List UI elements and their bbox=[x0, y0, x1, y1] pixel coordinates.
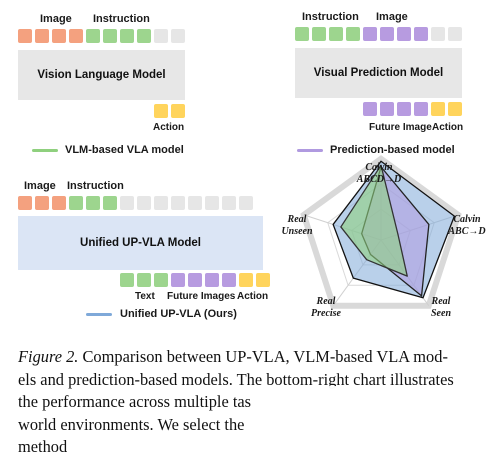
caption-line-4: world environments. We select the bbox=[18, 414, 245, 434]
pred-action-label: Action bbox=[432, 122, 464, 133]
instruction-token bbox=[103, 196, 117, 210]
action-token bbox=[154, 104, 168, 118]
image-token bbox=[52, 29, 66, 43]
upvla-legend-swatch bbox=[86, 313, 112, 316]
caption-fade-overlay bbox=[270, 386, 502, 463]
image-token bbox=[18, 29, 32, 43]
empty-token bbox=[239, 196, 253, 210]
image-token bbox=[414, 27, 428, 41]
instruction-token bbox=[69, 196, 83, 210]
action-token bbox=[256, 273, 270, 287]
instruction-token bbox=[295, 27, 309, 41]
axis-label-real-precise: Real Precise bbox=[303, 296, 349, 320]
axis-label-line: Calvin bbox=[453, 214, 481, 225]
action-token bbox=[431, 102, 445, 116]
text-token bbox=[137, 273, 151, 287]
vlm-action-label: Action bbox=[153, 122, 185, 133]
figure-caption: Figure 2. Comparison between UP-VLA, VLM… bbox=[18, 346, 488, 459]
image-token bbox=[35, 29, 49, 43]
empty-token bbox=[120, 196, 134, 210]
future-image-token bbox=[380, 102, 394, 116]
pred-image-label: Image bbox=[376, 11, 408, 23]
upvla-text-label: Text bbox=[135, 291, 155, 302]
axis-label-real-seen: Real Seen bbox=[421, 296, 461, 320]
axis-label-calvin-abcd: Calvin ABCD→D bbox=[356, 162, 402, 186]
upvla-future-images-label: Future Images bbox=[167, 291, 236, 302]
action-token bbox=[171, 104, 185, 118]
pred-legend-swatch bbox=[297, 149, 323, 152]
unified-upvla-model-box: Unified UP-VLA Model bbox=[18, 216, 263, 270]
instruction-token bbox=[346, 27, 360, 41]
image-token bbox=[380, 27, 394, 41]
upvla-legend-label: Unified UP-VLA (Ours) bbox=[120, 308, 237, 320]
axis-label-calvin-abc: Calvin ABC→D bbox=[444, 214, 490, 238]
axis-label-line: Calvin bbox=[365, 162, 393, 173]
empty-token bbox=[222, 196, 236, 210]
future-image-token bbox=[222, 273, 236, 287]
text-token bbox=[120, 273, 134, 287]
axis-label-line: Real bbox=[431, 296, 451, 307]
image-token bbox=[397, 27, 411, 41]
empty-token bbox=[205, 196, 219, 210]
instruction-token bbox=[120, 29, 134, 43]
future-image-token bbox=[414, 102, 428, 116]
action-token bbox=[448, 102, 462, 116]
empty-token bbox=[154, 29, 168, 43]
empty-token bbox=[188, 196, 202, 210]
axis-label-line: ABC→D bbox=[448, 226, 486, 237]
action-token bbox=[239, 273, 253, 287]
vlm-instruction-label: Instruction bbox=[93, 13, 150, 25]
empty-token bbox=[448, 27, 462, 41]
instruction-token bbox=[137, 29, 151, 43]
image-token bbox=[52, 196, 66, 210]
vlm-image-label: Image bbox=[40, 13, 72, 25]
image-token bbox=[35, 196, 49, 210]
axis-label-line: Unseen bbox=[281, 226, 313, 237]
pred-future-image-label: Future Image bbox=[369, 122, 432, 133]
radar-series-vlm bbox=[340, 164, 408, 277]
instruction-token bbox=[312, 27, 326, 41]
vlm-legend-swatch bbox=[32, 149, 58, 152]
instruction-token bbox=[86, 29, 100, 43]
vlm-legend-label: VLM-based VLA model bbox=[65, 144, 184, 156]
axis-label-line: Real bbox=[316, 296, 336, 307]
figure-number: Figure 2. bbox=[18, 347, 79, 366]
empty-token bbox=[154, 196, 168, 210]
caption-line-2: els and prediction-based models. The bot… bbox=[18, 369, 454, 389]
image-token bbox=[69, 29, 83, 43]
future-image-token bbox=[188, 273, 202, 287]
vision-language-model-box: Vision Language Model bbox=[18, 50, 185, 100]
empty-token bbox=[137, 196, 151, 210]
upvla-action-label: Action bbox=[237, 291, 269, 302]
caption-text: Comparison between UP-VLA, VLM-based VLA… bbox=[78, 347, 448, 366]
axis-label-line: ABCD→D bbox=[356, 174, 402, 185]
caption-line-3: the performance across multiple tas bbox=[18, 392, 252, 411]
axis-label-line: Seen bbox=[431, 308, 451, 319]
empty-token bbox=[171, 196, 185, 210]
instruction-token bbox=[103, 29, 117, 43]
pred-instruction-label: Instruction bbox=[302, 11, 359, 23]
pred-legend-label: Prediction-based model bbox=[330, 144, 455, 156]
future-image-token bbox=[205, 273, 219, 287]
axis-label-line: Real bbox=[287, 214, 307, 225]
caption-line-1: Figure 2. Comparison between UP-VLA, VLM… bbox=[18, 346, 488, 369]
instruction-token bbox=[329, 27, 343, 41]
upvla-instruction-label: Instruction bbox=[67, 180, 124, 192]
text-token bbox=[154, 273, 168, 287]
axis-label-line: Precise bbox=[311, 308, 341, 319]
future-image-token bbox=[397, 102, 411, 116]
future-image-token bbox=[171, 273, 185, 287]
visual-prediction-model-box: Visual Prediction Model bbox=[295, 48, 462, 98]
upvla-image-label: Image bbox=[24, 180, 56, 192]
empty-token bbox=[171, 29, 185, 43]
radar-series bbox=[332, 160, 456, 299]
caption-line-5: method bbox=[18, 437, 68, 456]
instruction-token bbox=[86, 196, 100, 210]
image-token bbox=[363, 27, 377, 41]
axis-label-real-unseen: Real Unseen bbox=[274, 214, 320, 238]
image-token bbox=[18, 196, 32, 210]
future-image-token bbox=[363, 102, 377, 116]
empty-token bbox=[431, 27, 445, 41]
